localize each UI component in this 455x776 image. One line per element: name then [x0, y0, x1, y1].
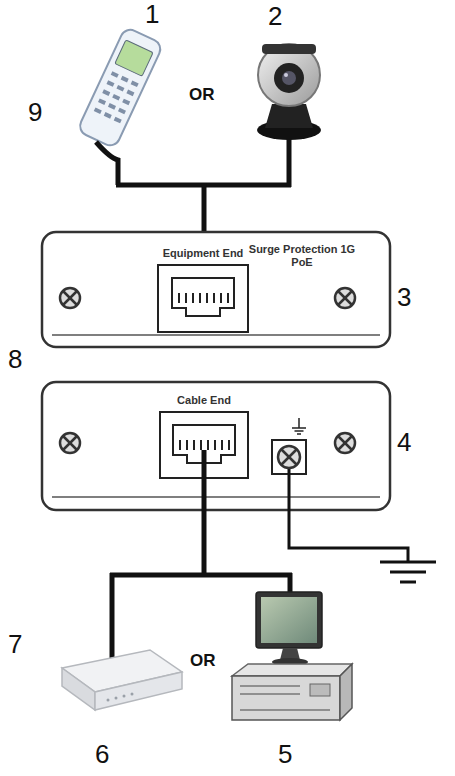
callout-number: 4 — [397, 428, 411, 457]
ip-phone — [77, 27, 164, 149]
ip-camera — [257, 44, 321, 140]
router — [62, 650, 182, 710]
port-label: Equipment End — [155, 247, 251, 260]
surge-protector-top — [42, 232, 390, 347]
callout-number: 6 — [95, 740, 109, 769]
or-label: OR — [189, 86, 215, 105]
callout-number: 7 — [8, 630, 22, 659]
callout-number: 5 — [278, 740, 292, 769]
ground-wire — [289, 457, 436, 582]
callout-number: 1 — [145, 0, 159, 29]
computer — [232, 592, 352, 720]
equipment-end-panel: Equipment EndSurge Protection 1G PoE — [42, 232, 390, 347]
or-label: OR — [190, 652, 216, 671]
callout-number: 2 — [268, 2, 282, 31]
product-label: Surge Protection 1G PoE — [248, 243, 356, 269]
callout-number: 9 — [28, 98, 42, 127]
ground-screw — [278, 446, 300, 468]
port-label: Cable End — [156, 394, 252, 407]
callout-number: 3 — [397, 283, 411, 312]
surge-protector-bottom — [42, 382, 390, 510]
callout-number: 8 — [8, 345, 22, 374]
cable-end-panel: Cable End — [42, 382, 390, 510]
wire — [96, 142, 118, 185]
